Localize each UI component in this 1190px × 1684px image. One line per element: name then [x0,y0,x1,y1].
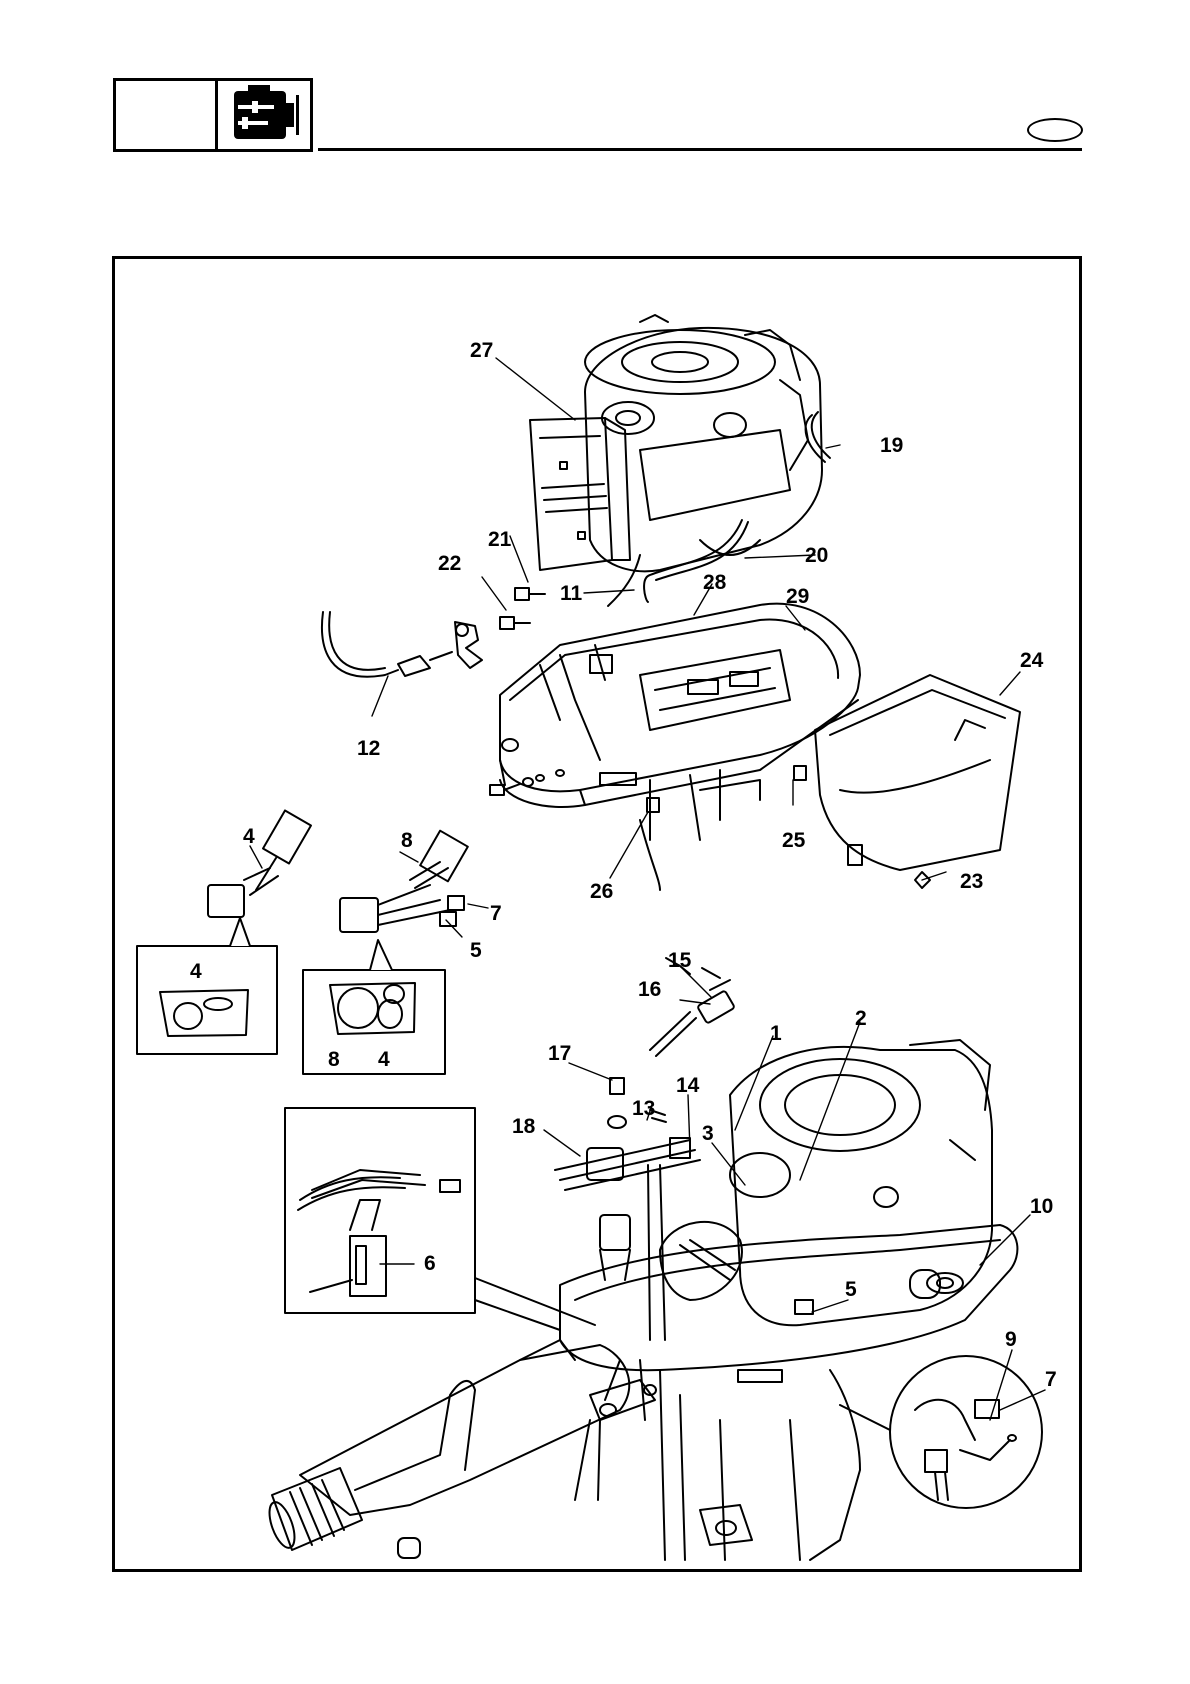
callout-25: 25 [782,829,806,852]
side-bolts [490,775,544,795]
bolt-26 [647,798,659,812]
callout-7-bottom: 7 [1045,1368,1057,1391]
callout-4-top: 4 [243,825,255,848]
callout-29: 29 [786,585,809,608]
bottom-cowling [500,604,860,890]
tiller-handle [264,1340,752,1558]
callout-24: 24 [1020,649,1044,672]
leader-lines [250,358,1045,1420]
callout-5-top: 5 [470,939,482,962]
callout-7-top: 7 [490,902,502,925]
callout-19: 19 [880,434,903,457]
lower-engine-assembly [560,1040,1017,1560]
callout-11: 11 [560,582,583,605]
callout-8-inset: 8 [328,1048,340,1071]
callout-15: 15 [668,949,692,972]
callout-26: 26 [590,880,613,903]
fuel-connector-12 [322,612,482,677]
throttle-cable-parts [555,958,735,1340]
callout-5-bottom: 5 [845,1278,857,1301]
inset-zoom-detail [285,1108,595,1330]
callout-14: 14 [676,1074,700,1097]
callout-13: 13 [632,1097,655,1120]
callout-4-inset-left: 4 [190,960,202,983]
callout-18: 18 [512,1115,536,1138]
callout-27: 27 [470,339,493,362]
callout-1: 1 [770,1022,782,1045]
callout-23: 23 [960,870,983,893]
callout-9: 9 [1005,1328,1017,1351]
callout-3: 3 [702,1122,714,1145]
callout-17: 17 [548,1042,571,1065]
callout-6: 6 [424,1252,436,1275]
callout-16: 16 [638,978,661,1001]
callout-10: 10 [1030,1195,1053,1218]
inset-panel-right [303,940,445,1074]
callout-2: 2 [855,1007,867,1030]
callout-4-inset-right: 4 [378,1048,390,1071]
inset-panel-left [137,918,277,1054]
callout-8-top: 8 [401,829,413,852]
callout-20: 20 [805,544,828,567]
power-head [530,315,830,606]
bolts-21-22 [500,588,545,629]
callout-21: 21 [488,528,512,551]
bolt-25 [794,766,806,780]
apron-24 [815,675,1020,870]
callout-12: 12 [357,737,380,760]
callout-28: 28 [703,571,727,594]
inset-round-detail [840,1356,1042,1508]
callout-22: 22 [438,552,461,575]
